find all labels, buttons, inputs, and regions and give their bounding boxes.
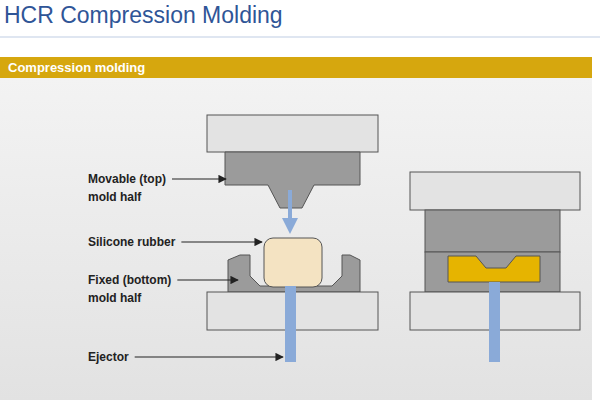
closing-arrow (288, 190, 292, 226)
band-heading: Compression molding (8, 60, 145, 75)
top-mold-half (225, 152, 360, 208)
slide-title: HCR Compression Molding (4, 2, 283, 29)
part-label: Silicone rubber (88, 233, 218, 251)
leader-arrow (172, 178, 226, 179)
open-mold (207, 115, 378, 362)
part-label: Ejector (88, 348, 188, 366)
part-label: Movable (top) mold half (88, 170, 180, 206)
top-press-plate (410, 172, 580, 210)
top-press-plate (207, 115, 378, 152)
molded-part (448, 256, 540, 282)
panel (0, 78, 592, 400)
part-label: Fixed (bottom) mold half (88, 271, 188, 307)
title-rule (0, 36, 600, 38)
section-band: Compression molding (0, 57, 592, 78)
ejector-pin (285, 286, 296, 362)
closed-mold (410, 172, 580, 362)
leader-arrow (135, 356, 283, 357)
silicone-charge (264, 238, 322, 287)
ejector-pin (489, 282, 500, 362)
leader-arrow (181, 241, 262, 242)
leader-arrow (177, 279, 238, 280)
top-mold-half (425, 210, 560, 252)
